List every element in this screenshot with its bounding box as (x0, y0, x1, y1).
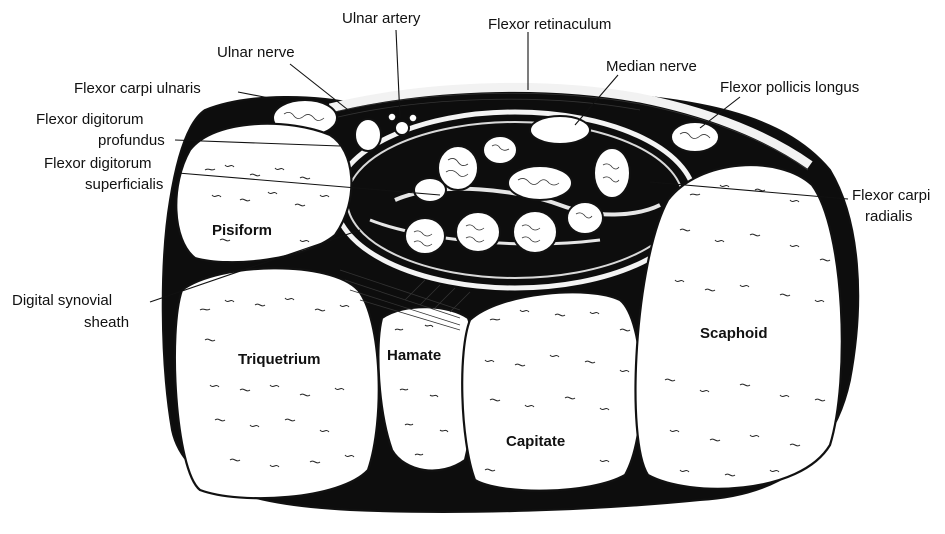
label-median-nerve: Median nerve (606, 58, 697, 75)
ulnar-nerve (355, 119, 381, 151)
carpal-tunnel-sheath (335, 112, 695, 288)
label-fds-line2: superficialis (85, 176, 163, 193)
hamate-bone (378, 307, 474, 470)
fds-tendon-3 (508, 166, 572, 200)
fds-tendon-2 (483, 136, 517, 164)
label-scaphoid: Scaphoid (700, 325, 768, 342)
label-fds-line1: Flexor digitorum (44, 155, 152, 172)
capitate-bone (462, 292, 641, 490)
label-hamate: Hamate (387, 347, 441, 364)
label-fdp-line2: profundus (98, 132, 165, 149)
fdp-tendon-3 (513, 211, 557, 253)
label-triquetrium: Triquetrium (238, 351, 321, 368)
label-ulnar-artery: Ulnar artery (342, 10, 421, 27)
flexor-carpi-radialis-tendon (671, 122, 719, 152)
fdp-tendon-4 (567, 202, 603, 234)
label-synovial-line2: sheath (84, 314, 129, 331)
flexor-pollicis-longus-tendon (594, 148, 630, 198)
fdp-tendon-1 (405, 218, 445, 254)
ulnar-artery (395, 121, 409, 135)
fds-tendon-4 (414, 178, 446, 202)
label-flexor-pollicis-longus: Flexor pollicis longus (720, 79, 859, 96)
fdp-tendon-2 (456, 212, 500, 252)
ulnar-vein-1 (388, 113, 396, 121)
label-flexor-carpi-ulnaris: Flexor carpi ulnaris (74, 80, 201, 97)
label-ulnar-nerve: Ulnar nerve (217, 44, 295, 61)
label-fcr-line2: radialis (865, 208, 913, 225)
label-fdp-line1: Flexor digitorum (36, 111, 144, 128)
label-synovial-line1: Digital synovial (12, 292, 112, 309)
median-nerve (530, 116, 590, 144)
label-pisiform: Pisiform (212, 222, 272, 239)
ulnar-vein-2 (409, 114, 417, 122)
label-fcr-line1: Flexor carpi (852, 187, 930, 204)
label-capitate: Capitate (506, 433, 565, 450)
label-flexor-retinaculum: Flexor retinaculum (488, 16, 611, 33)
triquetrium-bone (175, 268, 379, 498)
